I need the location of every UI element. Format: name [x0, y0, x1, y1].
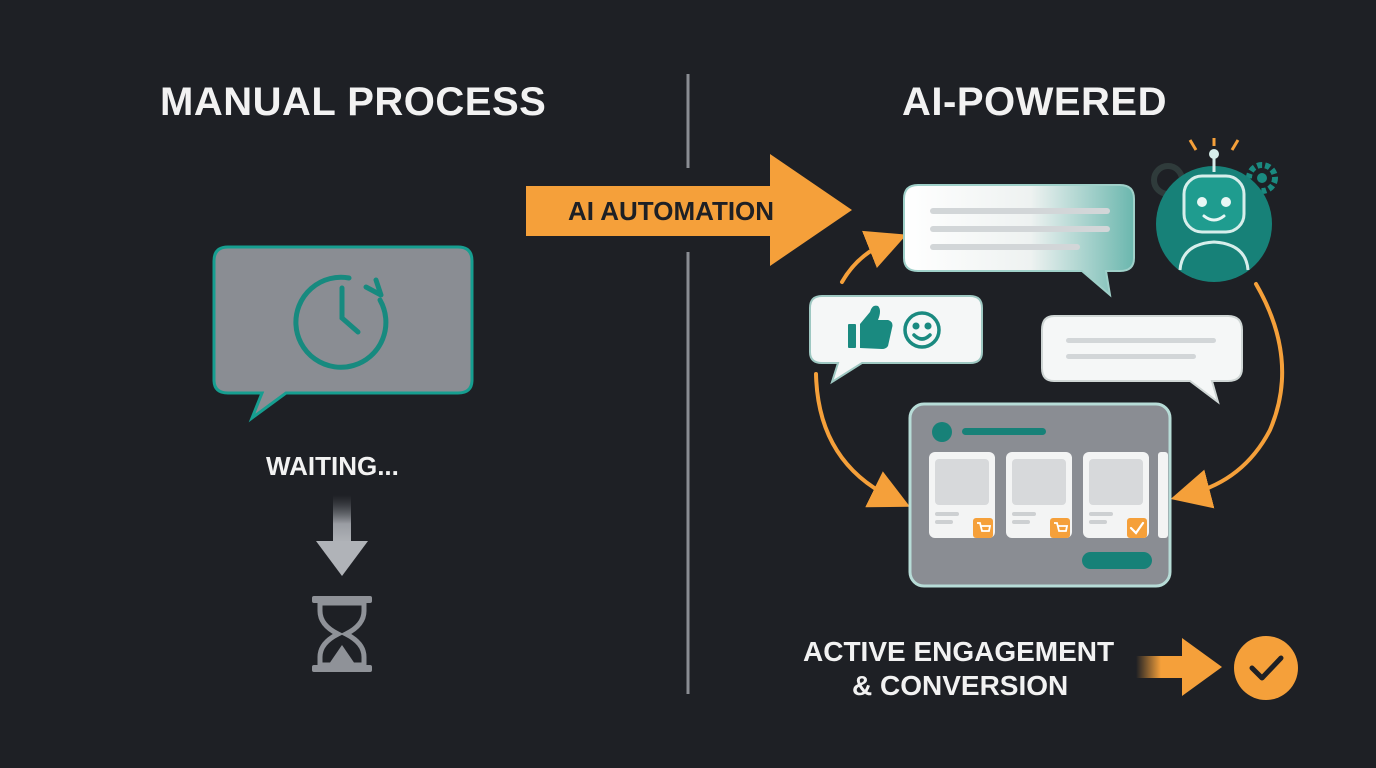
customer-message-bubble: [1041, 315, 1243, 405]
result-line-2: & CONVERSION: [852, 670, 1069, 701]
product-card: [1006, 452, 1072, 538]
waiting-chat-bubble: [212, 245, 474, 423]
waiting-label: WAITING...: [266, 451, 399, 481]
product-carousel-panel: [908, 402, 1172, 588]
down-arrow-icon: [316, 495, 368, 576]
flow-arrows: [814, 230, 1285, 509]
check-icon: [1234, 636, 1298, 700]
check-icon-small: [1129, 521, 1145, 535]
robot-icon: [1156, 138, 1272, 282]
hourglass-icon: [312, 596, 372, 672]
result-arrow: [1136, 638, 1222, 696]
smiley-icon: [903, 311, 941, 349]
product-card-partial: [1158, 452, 1168, 538]
clock-icon: [293, 274, 389, 370]
cart-icon: [977, 522, 1069, 532]
reaction-bubble: [809, 295, 983, 385]
result-line-1: ACTIVE ENGAGEMENT: [803, 636, 1115, 667]
ai-automation-label: AI AUTOMATION: [568, 196, 775, 226]
product-card: [1083, 452, 1149, 538]
ai-automation-arrow: [526, 154, 852, 266]
ai-powered-title: AI-POWERED: [902, 80, 1167, 124]
buy-button-shape: [1082, 552, 1152, 569]
ai-response-bubble: [903, 184, 1135, 298]
manual-process-title: MANUAL PROCESS: [160, 80, 547, 124]
thumbs-up-icon: [848, 305, 893, 349]
product-card: [929, 452, 995, 538]
